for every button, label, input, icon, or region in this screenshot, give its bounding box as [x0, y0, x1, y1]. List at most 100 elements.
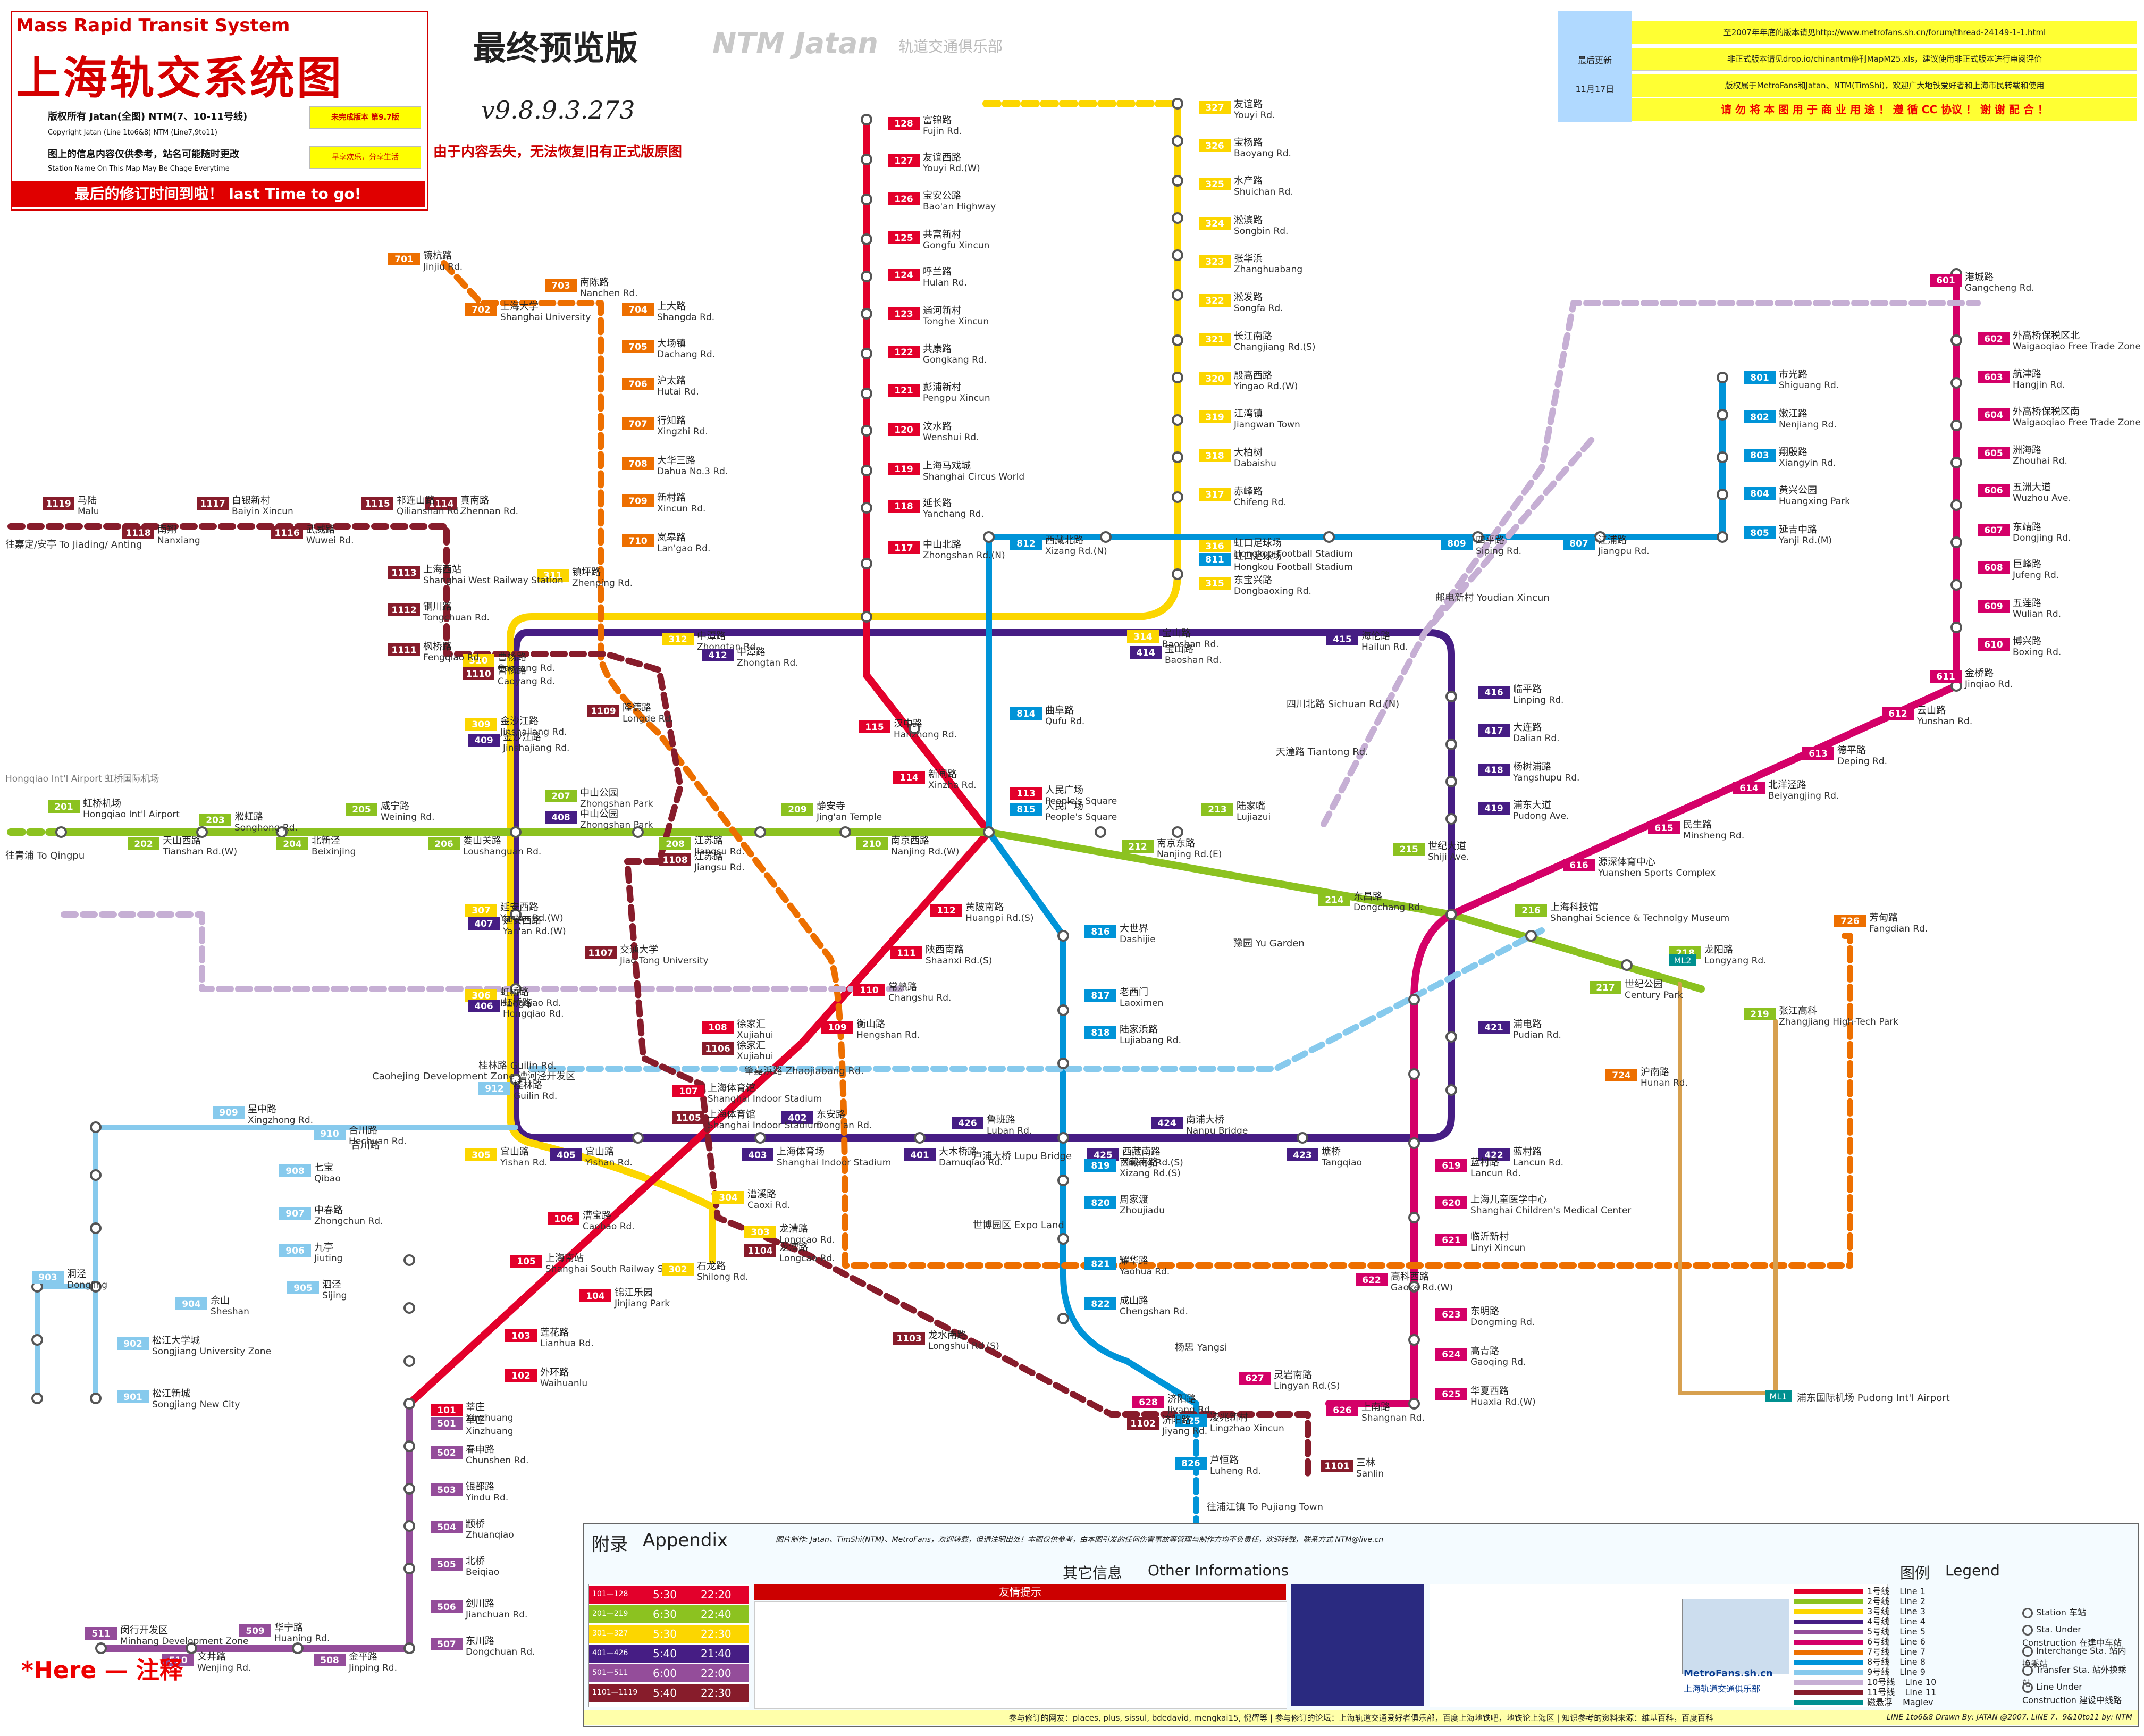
station-node[interactable] — [1950, 457, 1962, 468]
station-node[interactable] — [1950, 334, 1962, 346]
station-node[interactable] — [909, 723, 920, 734]
station-node[interactable] — [1472, 531, 1484, 543]
station-node[interactable] — [403, 1440, 415, 1452]
station-node[interactable] — [1408, 1068, 1420, 1080]
station-node[interactable] — [1057, 1004, 1069, 1016]
station-node[interactable] — [754, 826, 766, 838]
station-node[interactable] — [861, 348, 872, 359]
station-node[interactable] — [1408, 1281, 1420, 1293]
station-node[interactable] — [1408, 1334, 1420, 1346]
station-node[interactable] — [1445, 776, 1457, 787]
station-node[interactable] — [403, 1520, 415, 1532]
station-node[interactable] — [1408, 1212, 1420, 1223]
station-node[interactable] — [403, 1563, 415, 1574]
station-node[interactable] — [31, 1393, 43, 1404]
station-node[interactable] — [1445, 691, 1457, 702]
station-node[interactable] — [632, 1132, 644, 1144]
station-node[interactable] — [276, 826, 288, 838]
station-node[interactable] — [1172, 372, 1183, 383]
station-node[interactable] — [861, 502, 872, 514]
station-node[interactable] — [90, 1281, 102, 1293]
station-node[interactable] — [1100, 531, 1112, 543]
station-node[interactable] — [1717, 372, 1728, 383]
station-node[interactable] — [1172, 289, 1183, 301]
station-node[interactable] — [1057, 1313, 1069, 1324]
station-node[interactable] — [1297, 1132, 1308, 1144]
station-node[interactable] — [403, 1642, 415, 1654]
station-node[interactable] — [861, 611, 872, 623]
station-node[interactable] — [1950, 536, 1962, 548]
station-node[interactable] — [1950, 622, 1962, 633]
station-node[interactable] — [1172, 451, 1183, 463]
station-node[interactable] — [1408, 994, 1420, 1005]
station-node[interactable] — [1717, 451, 1728, 463]
station-node[interactable] — [861, 465, 872, 476]
station-node[interactable] — [861, 308, 872, 320]
station-node[interactable] — [1717, 489, 1728, 500]
